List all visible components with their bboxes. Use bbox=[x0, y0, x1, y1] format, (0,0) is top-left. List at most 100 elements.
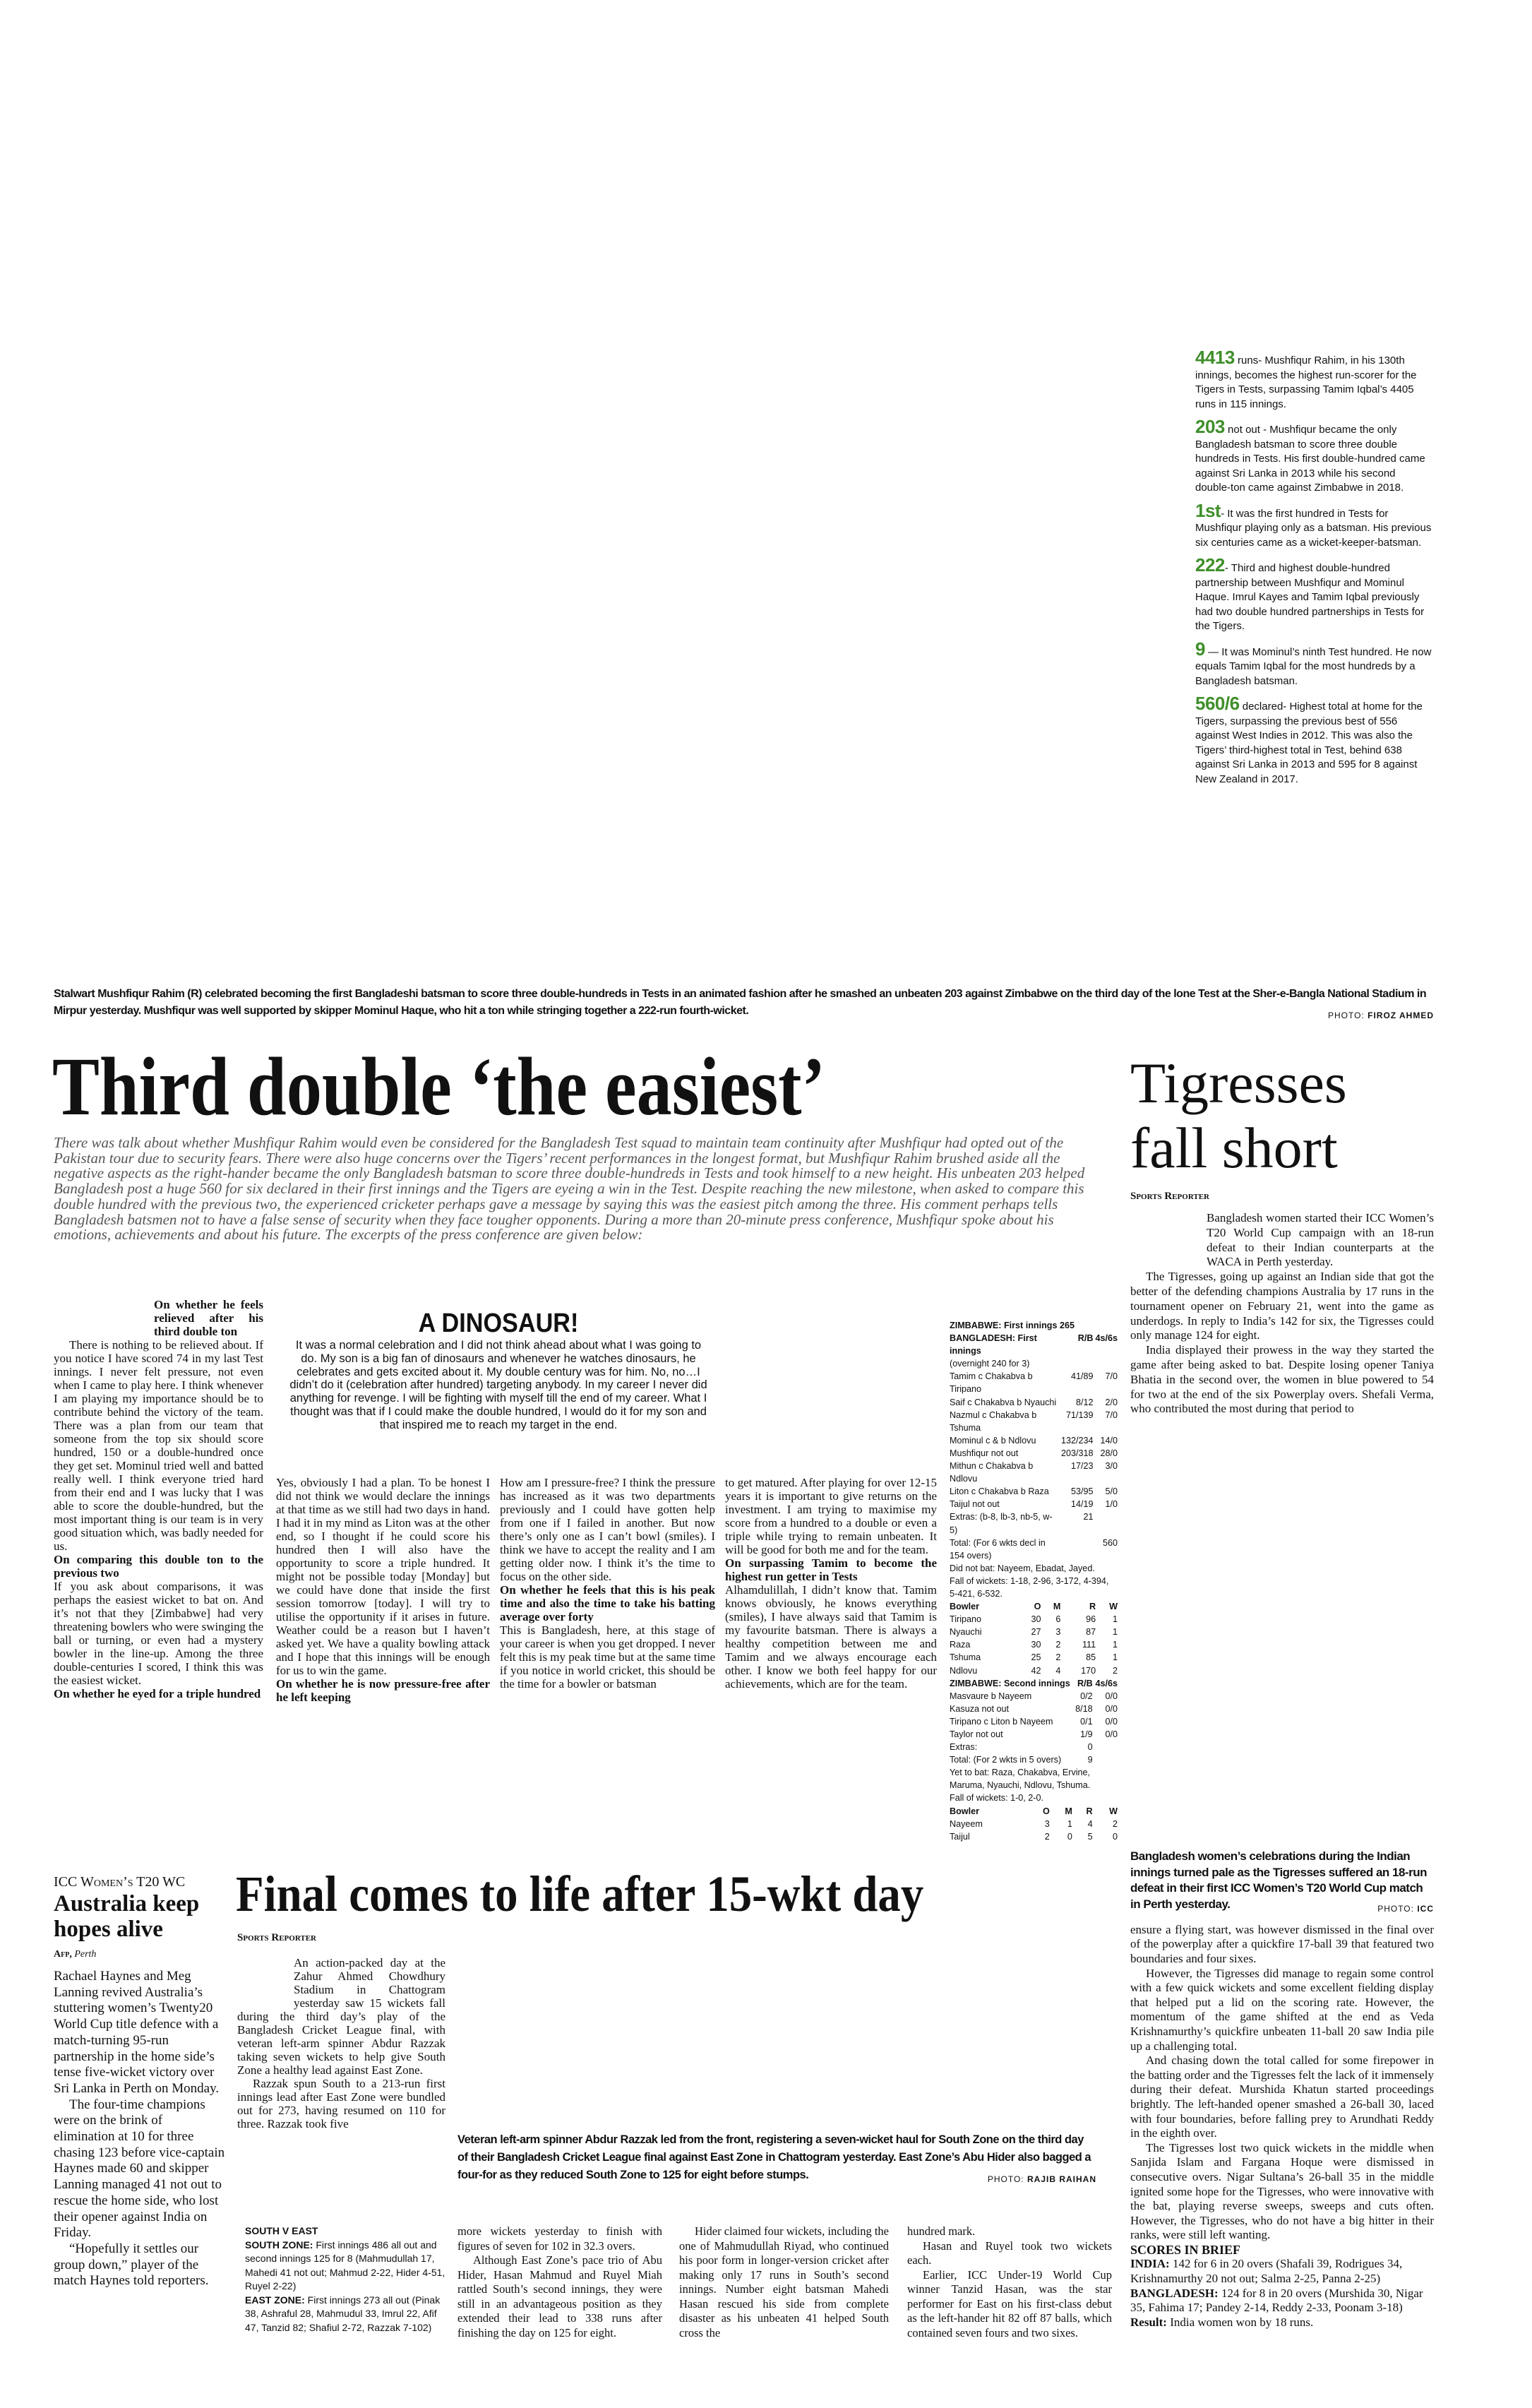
stat-item: 1st- It was the first hundred in Tests f… bbox=[1195, 501, 1432, 551]
score-text: 142 for 6 in 20 overs (Shafali 39, Rodri… bbox=[1130, 2257, 1403, 2286]
subheading: On whether he feels that this is his pea… bbox=[500, 1583, 715, 1623]
value-cell bbox=[1093, 1510, 1118, 1536]
paragraph: This is Bangladesh, here, at this stage … bbox=[500, 1623, 715, 1691]
stat-text: - Third and highest double-hundred partn… bbox=[1195, 562, 1425, 632]
header-cell: R/B bbox=[1077, 1333, 1094, 1344]
stat-item: 222- Third and highest double-hundred pa… bbox=[1195, 556, 1432, 634]
stat-item: 4413 runs- Mushfiqur Rahim, in his 130th… bbox=[1195, 348, 1432, 412]
tigresses-body-bottom: ensure a flying start, was however dismi… bbox=[1130, 1923, 1434, 2330]
south-v-east-scorebox: SOUTH V EAST SOUTH ZONE: First innings 4… bbox=[245, 2224, 446, 2335]
value-cell bbox=[1059, 1537, 1094, 1562]
player-cell: Tamim c Chakabva b Tiripano bbox=[950, 1371, 1033, 1395]
tigresses-headline: Tigresses fall short bbox=[1130, 1051, 1434, 1181]
paragraph: Yes, obviously I had a plan. To be hones… bbox=[276, 1476, 490, 1677]
value-cell: 0 bbox=[1087, 1742, 1093, 1753]
table-row: Total: (For 2 wkts in 5 overs)9 bbox=[950, 1753, 1118, 1766]
subheading: On whether he eyed for a triple hundred bbox=[54, 1687, 261, 1700]
score-text: 124 for 8 in 20 overs (Murshida 30, Niga… bbox=[1130, 2286, 1423, 2315]
value-cell: 1 bbox=[1112, 1614, 1118, 1625]
value-cell: 28/0 bbox=[1100, 1448, 1118, 1458]
value-cell: 9 bbox=[1087, 1755, 1093, 1765]
photo-credit-name: FIROZ AHMED bbox=[1368, 1011, 1434, 1020]
photo-label: PHOTO: bbox=[1377, 1904, 1414, 1914]
australia-body: Rachael Haynes and Meg Lanning revived A… bbox=[54, 1969, 227, 2289]
score-line: INDIA: 142 for 6 in 20 overs (Shafali 39… bbox=[1130, 2257, 1434, 2286]
value-cell: 42 bbox=[1031, 1665, 1041, 1676]
header-cell: Bowler bbox=[950, 1806, 979, 1816]
australia-story: ICC Women’s T20 WC Australia keep hopes … bbox=[54, 1873, 227, 2289]
value-cell: 560 bbox=[1102, 1537, 1118, 1548]
value-cell bbox=[1093, 1753, 1118, 1766]
value-cell: 1/0 bbox=[1105, 1499, 1118, 1510]
header-cell: M bbox=[1065, 1806, 1072, 1816]
header-cell: Bowler bbox=[950, 1602, 979, 1612]
subheading: On whether he feels relieved after his t… bbox=[154, 1298, 263, 1338]
value-cell: 1 bbox=[1067, 1818, 1072, 1829]
value-cell: 30 bbox=[1031, 1614, 1041, 1625]
value-cell: 17/23 bbox=[1070, 1461, 1094, 1472]
paragraph: An action-packed day at the Zahur Ahmed … bbox=[237, 1956, 445, 2077]
player-cell: Masvaure b Nayeem bbox=[950, 1691, 1032, 1701]
spacer bbox=[1130, 1211, 1207, 1270]
value-cell: 85 bbox=[1086, 1652, 1096, 1663]
player-cell: Tshuma bbox=[950, 1652, 981, 1663]
header-cell: 4s/6s bbox=[1095, 1333, 1118, 1344]
player-cell: Tiripano bbox=[950, 1614, 982, 1625]
headline-line: fall short bbox=[1130, 1116, 1338, 1180]
main-column-1: On whether he feels relieved after his t… bbox=[54, 1298, 263, 1700]
main-column-3: How am I pressure-free? I think the pres… bbox=[500, 1476, 715, 1691]
value-cell: 3 bbox=[1055, 1627, 1061, 1638]
value-cell bbox=[1093, 1741, 1118, 1753]
paragraph: However, the Tigresses did manage to reg… bbox=[1130, 1966, 1434, 2053]
value-cell: 30 bbox=[1031, 1640, 1041, 1650]
value-cell: 5 bbox=[1087, 1831, 1093, 1842]
paragraph: Hider claimed four wickets, including th… bbox=[679, 2224, 889, 2340]
paragraph: more wickets yesterday to finish with fi… bbox=[457, 2224, 662, 2253]
value-cell: 71/139 bbox=[1065, 1409, 1094, 1420]
value-cell: 0/0 bbox=[1105, 1703, 1118, 1714]
overnight-note: (overnight 240 for 3) bbox=[950, 1359, 1030, 1369]
australia-headline: Australia keep hopes alive bbox=[54, 1891, 200, 1942]
photo-label: PHOTO: bbox=[987, 2174, 1024, 2184]
player-cell: Mominul c & b Ndlovu bbox=[950, 1435, 1036, 1446]
header-cell: O bbox=[1034, 1602, 1041, 1612]
caption-text: Stalwart Mushfiqur Rahim (R) celebrated … bbox=[54, 988, 1427, 1017]
value-cell: 1 bbox=[1112, 1652, 1118, 1663]
value-cell: 8/18 bbox=[1075, 1703, 1093, 1714]
score-label: BANGLADESH: bbox=[1130, 2286, 1219, 2300]
player-cell: Ndlovu bbox=[950, 1665, 978, 1676]
paragraph: Razzak spun South to a 213-run first inn… bbox=[237, 2077, 445, 2130]
player-cell: Total: (For 6 wkts decl in 154 overs) bbox=[950, 1537, 1046, 1561]
stat-number: 560/6 bbox=[1195, 693, 1240, 714]
player-cell: Taylor not out bbox=[950, 1729, 1003, 1739]
photo-label: PHOTO: bbox=[1327, 1011, 1365, 1020]
value-cell: 4 bbox=[1087, 1818, 1093, 1829]
value-cell: 0/2 bbox=[1080, 1691, 1093, 1701]
byline: Sports Reporter bbox=[1130, 1191, 1209, 1202]
score-line: Result: India women won by 18 runs. bbox=[1130, 2315, 1434, 2330]
byline: Sports Reporter bbox=[237, 1932, 316, 1943]
scorebox-title: SOUTH V EAST bbox=[245, 2225, 318, 2236]
header-cell: ZIMBABWE: Second innings bbox=[950, 1678, 1070, 1688]
player-cell: Taijul bbox=[950, 1831, 970, 1842]
stat-text: — It was Mominul’s ninth Test hundred. H… bbox=[1195, 645, 1432, 687]
photo-credit: PHOTO: ICC bbox=[1377, 1901, 1434, 1917]
byline-place: Perth bbox=[74, 1949, 97, 1960]
stat-text: declared- Highest total at home for the … bbox=[1195, 701, 1423, 785]
header-cell: W bbox=[1109, 1602, 1118, 1612]
score-text: First innings 273 all out (Pinak 38, Ash… bbox=[245, 2294, 441, 2333]
paragraph: ensure a flying start, was however dismi… bbox=[1130, 1922, 1434, 1965]
main-intro: There was talk about whether Mushfiqur R… bbox=[54, 1134, 1085, 1244]
table-row: Extras:0 bbox=[950, 1741, 1118, 1753]
stat-number: 222 bbox=[1195, 554, 1225, 576]
stats-sidebar: 4413 runs- Mushfiqur Rahim, in his 130th… bbox=[1195, 348, 1432, 794]
stat-text: runs- Mushfiqur Rahim, in his 130th inni… bbox=[1195, 354, 1417, 410]
value-cell: 41/89 bbox=[1070, 1371, 1094, 1382]
